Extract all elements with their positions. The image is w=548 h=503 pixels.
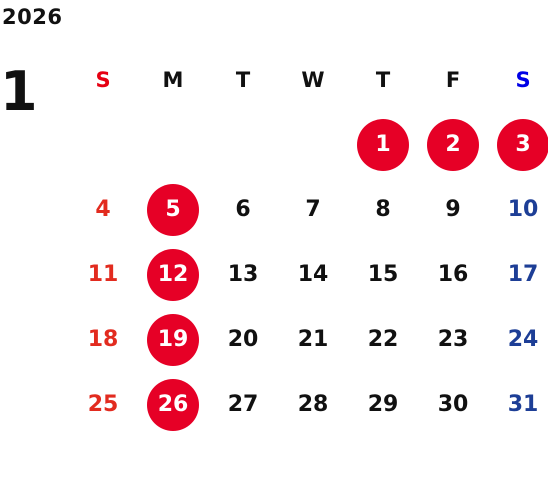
weekday-header-sun: S: [95, 68, 111, 92]
day-number: 8: [375, 197, 391, 222]
weekday-header-mon: M: [162, 68, 184, 92]
day-number: 11: [87, 262, 119, 287]
day-number: 25: [87, 392, 119, 417]
day-number: 30: [437, 392, 469, 417]
day-number: 29: [367, 392, 399, 417]
day-cell[interactable]: 30: [418, 372, 488, 437]
day-cell[interactable]: 5: [138, 177, 208, 242]
day-cell[interactable]: 20: [208, 307, 278, 372]
day-number-highlighted: 3: [497, 118, 548, 171]
weekday-header-thu: T: [375, 68, 391, 92]
day-number-highlighted: 2: [427, 118, 479, 171]
day-number: 21: [297, 327, 329, 352]
day-cell[interactable]: 11: [68, 242, 138, 307]
day-number: 18: [87, 327, 119, 352]
year-label: 2026: [2, 5, 63, 29]
day-cell[interactable]: 7: [278, 177, 348, 242]
weekday-header-wed: W: [301, 68, 325, 92]
day-number: 15: [367, 262, 399, 287]
day-cell[interactable]: [208, 112, 278, 177]
day-cell[interactable]: 18: [68, 307, 138, 372]
day-number: 4: [95, 197, 111, 222]
day-number: 9: [445, 197, 461, 222]
day-cell[interactable]: 29: [348, 372, 418, 437]
day-cell[interactable]: 2: [418, 112, 488, 177]
day-cell[interactable]: [68, 112, 138, 177]
weekday-header-fri: F: [445, 68, 461, 92]
day-cell[interactable]: [278, 112, 348, 177]
day-cell[interactable]: 12: [138, 242, 208, 307]
day-cell[interactable]: 1: [348, 112, 418, 177]
day-number: 22: [367, 327, 399, 352]
day-number: 17: [507, 262, 539, 287]
day-cell[interactable]: 3: [488, 112, 548, 177]
day-cell[interactable]: 22: [348, 307, 418, 372]
day-number: 10: [507, 197, 539, 222]
day-number-highlighted: 26: [147, 378, 199, 431]
day-cell[interactable]: 31: [488, 372, 548, 437]
day-cell[interactable]: [138, 112, 208, 177]
day-cell[interactable]: 16: [418, 242, 488, 307]
day-number: [147, 119, 199, 171]
day-number: 31: [507, 392, 539, 417]
day-cell[interactable]: 28: [278, 372, 348, 437]
day-cell[interactable]: 15: [348, 242, 418, 307]
weekday-header-sat: S: [515, 68, 531, 92]
day-number: 24: [507, 327, 539, 352]
day-cell[interactable]: 21: [278, 307, 348, 372]
day-number: 27: [227, 392, 259, 417]
day-cell[interactable]: 23: [418, 307, 488, 372]
day-number-highlighted: 1: [357, 118, 409, 171]
day-number: [77, 119, 129, 171]
day-cell[interactable]: 14: [278, 242, 348, 307]
day-cell[interactable]: 27: [208, 372, 278, 437]
calendar-grid: S M T W T F S 1 2 3 4 5 6 7 8 9 10 11 12…: [68, 48, 548, 437]
day-number: [217, 119, 269, 171]
day-cell[interactable]: 13: [208, 242, 278, 307]
day-cell[interactable]: 4: [68, 177, 138, 242]
day-number-highlighted: 12: [147, 248, 199, 301]
day-cell[interactable]: 25: [68, 372, 138, 437]
day-number: 28: [297, 392, 329, 417]
day-number: 20: [227, 327, 259, 352]
day-cell[interactable]: 26: [138, 372, 208, 437]
day-number: 16: [437, 262, 469, 287]
day-number: 23: [437, 327, 469, 352]
day-number-highlighted: 19: [147, 313, 199, 366]
day-cell[interactable]: 24: [488, 307, 548, 372]
day-number: 6: [235, 197, 251, 222]
day-cell[interactable]: 6: [208, 177, 278, 242]
day-number: 7: [305, 197, 321, 222]
day-cell[interactable]: 8: [348, 177, 418, 242]
day-number: 13: [227, 262, 259, 287]
weekday-header-tue: T: [235, 68, 251, 92]
day-cell[interactable]: 17: [488, 242, 548, 307]
day-number: 14: [297, 262, 329, 287]
day-number-highlighted: 5: [147, 183, 199, 236]
day-cell[interactable]: 9: [418, 177, 488, 242]
day-number: [287, 119, 339, 171]
day-cell[interactable]: 10: [488, 177, 548, 242]
day-cell[interactable]: 19: [138, 307, 208, 372]
month-label: 1: [0, 60, 38, 123]
